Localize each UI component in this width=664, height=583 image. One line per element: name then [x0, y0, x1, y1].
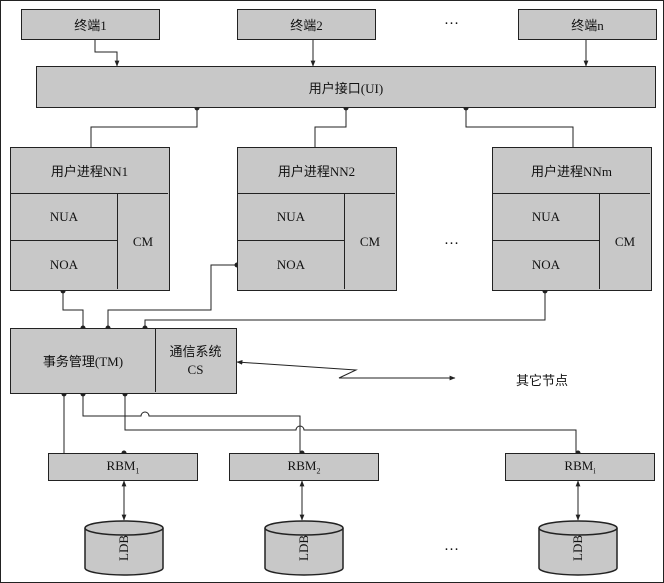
terminal-2-box: 终端2: [237, 9, 376, 40]
terminal-n-label: 终端n: [571, 18, 604, 33]
ldb-1-label: LDB: [116, 535, 131, 561]
terminal1-to-ui-line: [94, 40, 120, 67]
nua-cell: NUA: [11, 194, 118, 241]
rbm-i-label: RBMi: [564, 458, 596, 476]
cs-label-line2: CS: [187, 361, 204, 377]
rbm-1-label: RBM1: [106, 458, 140, 476]
cs-to-other-nodes-link: [236, 359, 456, 381]
ui-to-nnm-line: [465, 108, 574, 147]
nua-cell: NUA: [493, 194, 600, 241]
communication-system-cell: 通信系统 CS: [156, 329, 235, 392]
ui-to-nn1-line: [90, 108, 198, 147]
rbm-2-label: RBM2: [287, 458, 321, 476]
cm-cell: CM: [359, 233, 381, 249]
nnm-to-tm-line: [144, 291, 546, 328]
noa-cell: NOA: [493, 241, 600, 289]
ldb-i-cylinder: LDB: [538, 520, 618, 576]
tm-to-rbm2-line: [82, 394, 301, 453]
cm-cell: CM: [132, 233, 154, 249]
rbm-2-box: RBM2: [229, 453, 379, 481]
terminal-ellipsis: …: [444, 12, 460, 28]
user-process-nn1: 用户进程NN1 NUA NOA CM: [10, 147, 170, 291]
terminal-1-box: 终端1: [21, 9, 160, 40]
transaction-manager-box: 事务管理(TM) 通信系统 CS: [10, 328, 237, 394]
process-ellipsis: …: [444, 232, 460, 248]
tm-label: 事务管理(TM): [11, 329, 156, 392]
user-process-nn2: 用户进程NN2 NUA NOA CM: [237, 147, 397, 291]
ldb-2-label: LDB: [296, 535, 311, 561]
user-interface-box: 用户接口(UI): [36, 66, 656, 108]
ui-to-nn2-line: [314, 108, 347, 147]
ldb-i-label: LDB: [570, 535, 585, 561]
ldb-1-cylinder: LDB: [84, 520, 164, 576]
terminal-n-box: 终端n: [518, 9, 657, 40]
noa-cell: NOA: [11, 241, 118, 289]
user-interface-label: 用户接口(UI): [308, 80, 384, 96]
process-title: 用户进程NN2: [238, 148, 395, 194]
process-title: 用户进程NNm: [493, 148, 650, 194]
ldb-ellipsis: …: [444, 538, 460, 554]
tm-to-rbmi-line: [124, 394, 577, 453]
cm-cell: CM: [614, 233, 636, 249]
other-nodes-label: 其它节点: [516, 373, 569, 388]
rbm-i-box: RBMi: [505, 453, 655, 481]
nua-cell: NUA: [238, 194, 345, 241]
noa-cell: NOA: [238, 241, 345, 289]
terminal-2-label: 终端2: [290, 18, 323, 33]
nn2-to-tm-line: [107, 264, 237, 328]
user-process-nnm: 用户进程NNm NUA NOA CM: [492, 147, 652, 291]
cs-label-line1: 通信系统: [169, 343, 222, 359]
process-title: 用户进程NN1: [11, 148, 168, 194]
rbm-1-box: RBM1: [48, 453, 198, 481]
terminal-1-label: 终端1: [74, 18, 107, 33]
nn1-to-tm-line: [62, 291, 84, 328]
ldb-2-cylinder: LDB: [264, 520, 344, 576]
